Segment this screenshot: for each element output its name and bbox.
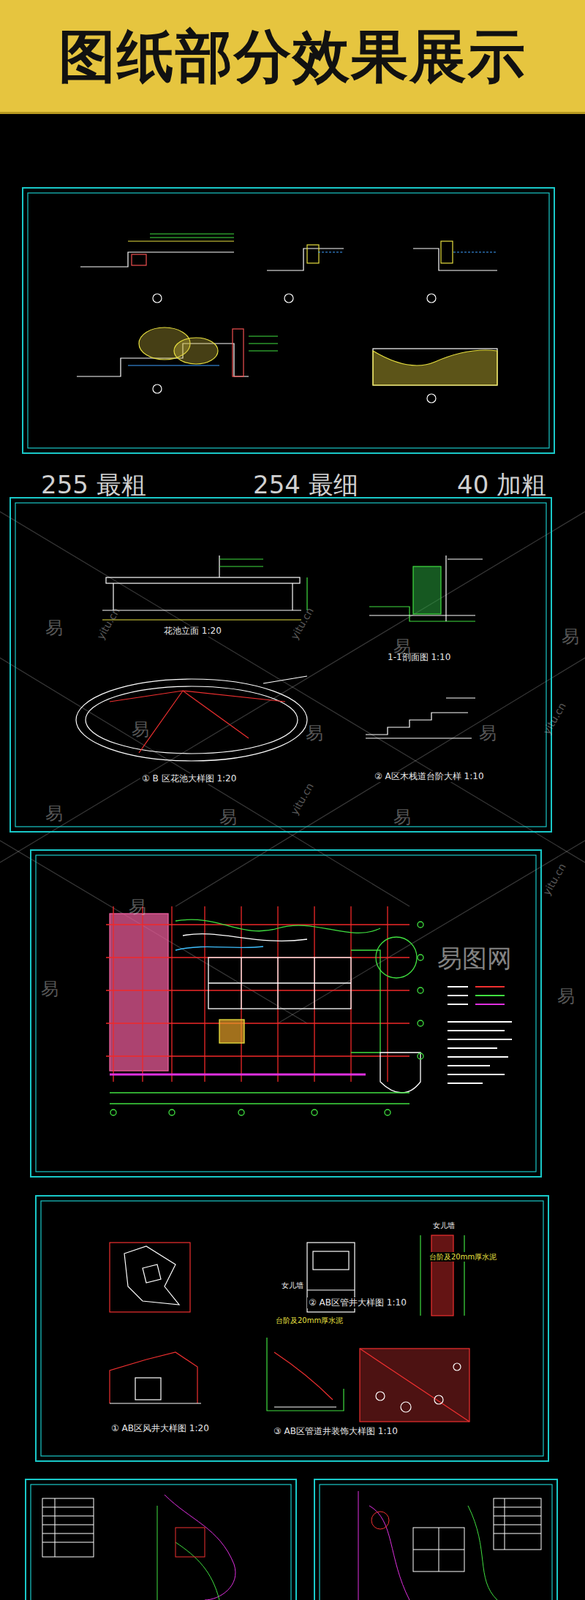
drawing-caption: ① B 区花池大样图 1:20 [140, 773, 238, 785]
watermark: yitu.cn [288, 606, 316, 643]
watermark: 易 [305, 723, 324, 743]
annotation: 女儿墙 [431, 1221, 457, 1231]
watermark: yitu.cn [541, 862, 569, 898]
page-title: 图纸部分效果展示 [0, 0, 585, 115]
annotation: 台阶及20mm厚水泥 [427, 1252, 498, 1263]
line-weight-note: 254 最细 [253, 471, 359, 499]
watermark: 易 [561, 627, 580, 647]
watermark: 易 [45, 618, 63, 638]
drawing-caption: ① AB区风井大样图 1:20 [109, 1423, 211, 1435]
watermark: yitu.cn [288, 781, 316, 818]
watermark: 易图网 [437, 945, 512, 973]
drawing-caption: 花池立面 1:20 [162, 625, 224, 637]
annotation: 台阶及20mm厚水泥 [274, 1316, 345, 1326]
line-weight-note: 255 最粗 [40, 471, 147, 499]
watermark: 易 [40, 979, 59, 999]
watermark: 易 [131, 720, 150, 740]
line-weight-note: 40 加粗 [457, 471, 547, 499]
watermark: 易 [393, 808, 411, 828]
watermark: 易 [557, 987, 575, 1007]
watermark: 易 [219, 808, 237, 828]
watermark: 易 [128, 897, 147, 917]
watermark: yitu.cn [541, 701, 569, 738]
drawing-caption: ② A区木栈道台阶大样 1:10 [372, 771, 486, 783]
watermark: 易 [478, 723, 497, 743]
watermark: yitu.cn [95, 606, 123, 643]
watermark: 易 [45, 804, 63, 824]
drawing-caption: ③ AB区管道井装饰大样图 1:10 [272, 1426, 400, 1438]
drawing-caption: ② AB区管井大样图 1:10 [307, 1297, 409, 1309]
annotation: 女儿墙 [280, 1281, 305, 1291]
watermark: 易 [393, 637, 411, 657]
